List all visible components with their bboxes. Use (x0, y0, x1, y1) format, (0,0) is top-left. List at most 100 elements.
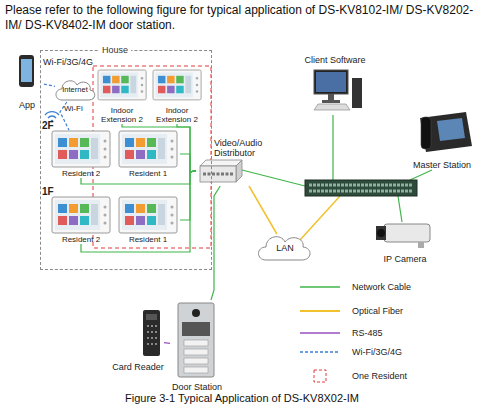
distributor-symbol (200, 166, 236, 182)
door-station-symbol (178, 303, 214, 377)
legend-text: One Resident (352, 371, 407, 382)
device-label: House (99, 44, 131, 56)
network-cable (398, 196, 402, 222)
device-node: Indoor Extension 2 (95, 68, 149, 124)
device-node: Indoor Extension 2 (150, 68, 204, 124)
cloud-symbol (259, 237, 311, 260)
device-label: Door Station (172, 382, 222, 392)
cloud-symbol (56, 81, 95, 100)
network-cable (332, 115, 333, 180)
device-label: Resident 1 (129, 169, 167, 178)
device-label: Internet (62, 86, 87, 95)
distributor-ports (203, 173, 233, 176)
device-node: Door Station (170, 300, 224, 392)
annotation-label: 1F (42, 186, 54, 197)
legend-sample (300, 286, 340, 288)
device-label: Resident 2 (62, 169, 100, 178)
device-label: LAN (276, 243, 294, 253)
wifi-symbol (48, 116, 56, 118)
annotation-label: Wi-Fi/3G/4G (43, 57, 93, 68)
cable-line (180, 154, 196, 172)
device-node: Video/Audio Distributor (196, 138, 274, 186)
device-node: Client Software (298, 55, 372, 115)
device-node: Card Reader (112, 308, 164, 372)
computer-stand (328, 94, 334, 100)
device-node: LAN (258, 234, 312, 262)
legend-sample (300, 310, 340, 312)
legend-text: Optical Fiber (352, 306, 403, 317)
keypad (147, 325, 157, 327)
device-node: Resident 2 (50, 130, 112, 178)
cable-line (177, 124, 196, 172)
call-button (184, 367, 208, 373)
indoor-station (52, 131, 110, 167)
camera-lens (376, 226, 386, 240)
legend-text: Network Cable (352, 282, 411, 293)
resident-boundary (93, 66, 211, 248)
legend-text: Wi-Fi/3G/4G (352, 347, 402, 358)
device-node: App (10, 52, 44, 110)
figure-caption: Figure 3-1 Typical Application of DS-KV8… (0, 392, 484, 405)
annotation-label: Wi-Fi (64, 104, 83, 114)
computer-symbol (314, 70, 348, 94)
cable-line (44, 84, 55, 86)
device-label: Video/Audio Distributor (214, 138, 274, 159)
device-label: App (19, 100, 35, 110)
switch-ports (309, 190, 413, 193)
indoor-station (98, 70, 146, 100)
keyboard-symbol (314, 104, 350, 110)
device-label: Resident 1 (129, 235, 167, 244)
camera-mount (418, 242, 424, 248)
cable-line (180, 171, 196, 220)
device-node: Resident 1 (116, 130, 180, 178)
device-label: Indoor Extension 2 (150, 106, 204, 124)
indoor-station (153, 70, 201, 100)
legend-text: RS-485 (352, 328, 383, 339)
handset-symbol (421, 117, 431, 149)
card-reader-window (146, 314, 157, 320)
computer-tower (352, 78, 362, 108)
device-label: Indoor Extension 2 (95, 106, 149, 124)
legend-sample (314, 370, 326, 382)
keypad (147, 337, 157, 339)
cable-line (122, 124, 196, 172)
camera-symbol (384, 224, 430, 242)
cable-line (211, 186, 220, 300)
card-area (182, 322, 210, 336)
cable-line (249, 186, 277, 234)
device-node: IP Camera (372, 220, 438, 264)
master-station-screen (437, 118, 465, 141)
phone-symbol (19, 55, 34, 87)
device-node: Internet (55, 78, 95, 102)
computer-stand (322, 100, 340, 103)
device-node: Resident 1 (116, 196, 180, 244)
computer-screen (316, 72, 346, 92)
device-label: Card Reader (112, 362, 164, 372)
call-button (184, 358, 208, 364)
device-label: Resident 2 (62, 235, 100, 244)
indoor-station (119, 197, 177, 233)
device-node: Resident 2 (50, 196, 112, 244)
keypad (147, 331, 157, 333)
indoor-station (52, 197, 110, 233)
indoor-station (119, 131, 177, 167)
device-label: Master Station (413, 160, 471, 170)
switch-ports (309, 184, 413, 187)
keypad (147, 343, 157, 345)
network-switch (305, 180, 417, 196)
device-label: IP Camera (384, 254, 427, 264)
master-station-symbol (420, 112, 472, 152)
wifi-symbol (45, 112, 59, 115)
legend-sample (300, 351, 340, 353)
distributor-symbol (200, 160, 242, 166)
intro-text: Please refer to the following figure for… (5, 3, 475, 33)
call-button (184, 340, 208, 346)
house-boundary: HouseInternetIndoor Extension 2Indoor Ex… (40, 50, 212, 270)
annotation-label: 2F (42, 120, 54, 131)
device-label: Client Software (304, 55, 365, 65)
network-cable (410, 170, 432, 180)
device-node: Master Station (406, 110, 478, 170)
camera-lens (377, 229, 385, 237)
